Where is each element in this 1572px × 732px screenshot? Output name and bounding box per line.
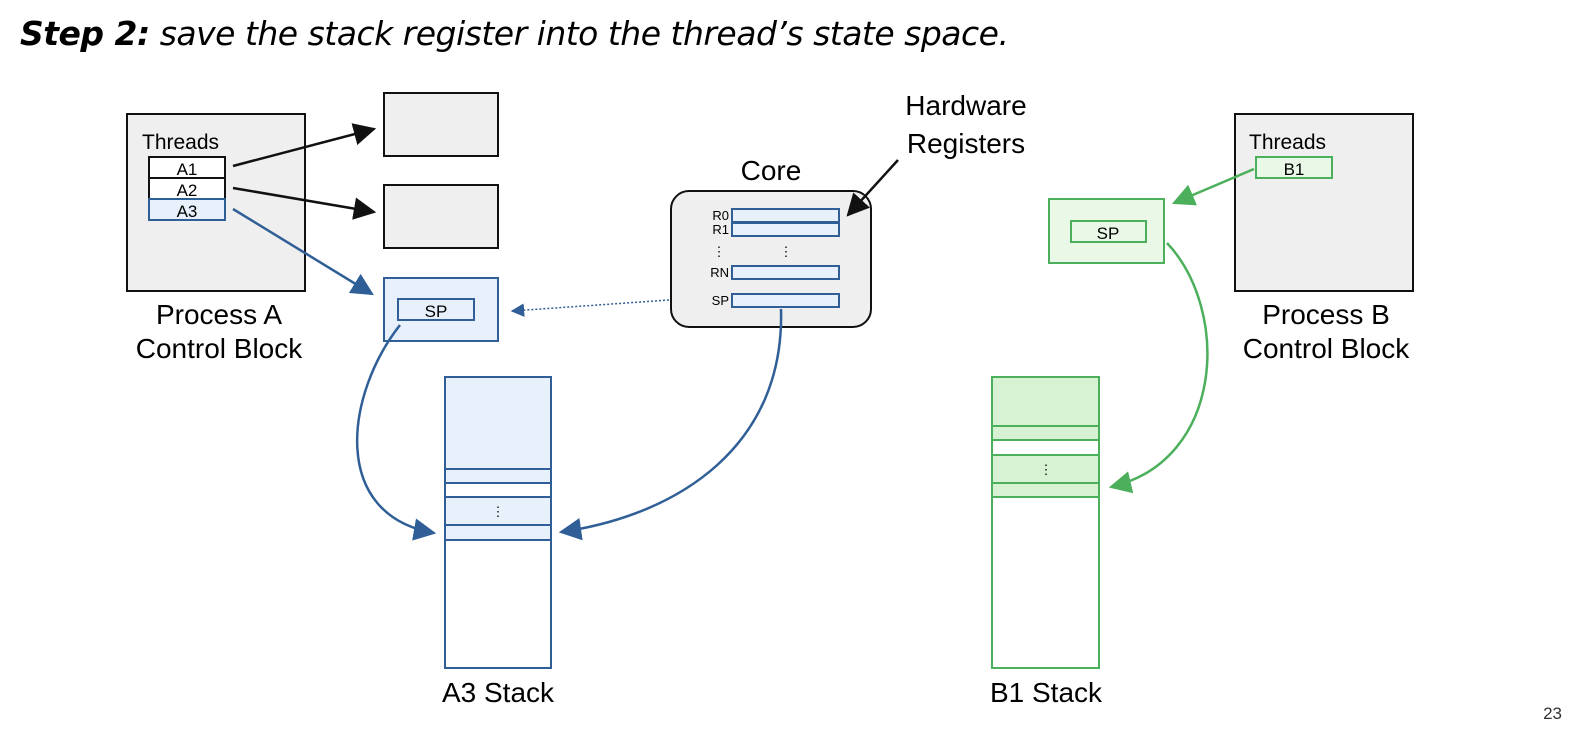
- arrow-save-sp-to-thread-state: [510, 299, 670, 317]
- arrow-a2-to-state: [232, 186, 377, 220]
- process-b-threads-label: Threads: [1249, 131, 1326, 154]
- register-r0-label: R0: [712, 208, 729, 223]
- thread-b1-label: B1: [1284, 160, 1305, 179]
- arrow-b1-to-state: [1171, 167, 1255, 206]
- arrow-hardware-registers: [846, 159, 899, 217]
- thread-b1-saved-sp-label: SP: [1097, 224, 1120, 243]
- thread-a3-box: [148, 198, 226, 221]
- step-description: save the stack register into the thread’…: [159, 14, 1009, 53]
- thread-a1-state-box: [383, 92, 499, 157]
- hardware-registers-label-line1: Hardware: [905, 90, 1026, 121]
- arrow-saved-sp-to-a3-stack: [356, 324, 437, 541]
- core-label: Core: [741, 155, 802, 186]
- arrow-b1-sp-to-stack: [1108, 242, 1209, 494]
- thread-a2-state-box: [383, 184, 499, 249]
- slide-title: Step 2: save the stack register into the…: [20, 14, 1009, 53]
- thread-a3-state-box: SP: [383, 277, 499, 342]
- b1-stack: ⋮: [991, 376, 1100, 669]
- process-b-caption-line2: Control Block: [1243, 333, 1411, 364]
- arrow-core-sp-to-a3-stack: [558, 308, 783, 541]
- register-name-ellipsis: ⋮: [713, 244, 726, 259]
- hardware-registers-label-line2: Registers: [907, 128, 1025, 159]
- thread-a2-label: A2: [177, 181, 198, 200]
- b1-stack-ellipsis: ⋮: [1040, 462, 1053, 477]
- thread-a3-saved-sp-label: SP: [425, 302, 448, 321]
- register-r1: [731, 222, 840, 237]
- arrow-a1-to-state: [232, 123, 377, 168]
- register-rn: [731, 265, 840, 280]
- a3-stack-ellipsis: ⋮: [492, 504, 505, 519]
- thread-b1-state-box: SP: [1048, 198, 1165, 264]
- process-a-caption-line2: Control Block: [136, 333, 304, 364]
- thread-b1-box: [1255, 156, 1333, 179]
- thread-a3-label: A3: [177, 202, 198, 221]
- arrow-a3-to-state: [232, 207, 374, 296]
- page-number: 23: [1543, 704, 1562, 723]
- a3-stack-label: A3 Stack: [442, 677, 555, 708]
- thread-a1-label: A1: [177, 160, 198, 179]
- step-label: Step 2:: [20, 14, 150, 53]
- core-box: R0 R1 RN SP ⋮ ⋮: [670, 190, 872, 328]
- a3-stack: ⋮: [444, 376, 552, 669]
- register-value-ellipsis: ⋮: [780, 244, 793, 259]
- register-sp-label: SP: [712, 293, 729, 308]
- b1-stack-label: B1 Stack: [990, 677, 1103, 708]
- process-b-caption-line1: Process B: [1262, 299, 1390, 330]
- register-r1-label: R1: [712, 222, 729, 237]
- register-rn-label: RN: [710, 265, 729, 280]
- register-sp: [731, 293, 840, 308]
- process-b-control-block: Threads B1: [1234, 113, 1414, 292]
- register-r0: [731, 208, 840, 223]
- process-a-control-block: Threads A1 A2 A3: [126, 113, 306, 292]
- process-a-threads-label: Threads: [142, 131, 219, 154]
- process-a-caption-line1: Process A: [156, 299, 282, 330]
